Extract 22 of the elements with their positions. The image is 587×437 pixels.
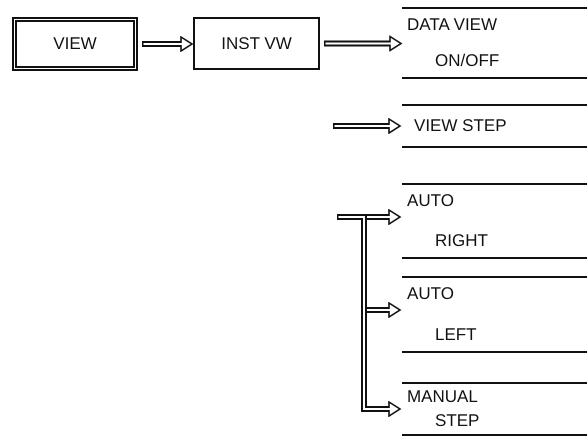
option-text: LEFT (435, 325, 477, 345)
option-text: RIGHT (435, 231, 488, 251)
option-text: DATA VIEW (407, 15, 498, 35)
option-text: INST VW (221, 34, 292, 54)
menu-option (402, 382, 587, 436)
option-text: ON/OFF (435, 51, 500, 71)
option-text: AUTO (407, 191, 454, 211)
double-arrow (324, 36, 402, 52)
option-text: VIEW (53, 34, 97, 54)
double-arrow (337, 214, 401, 417)
option-text: MANUAL (407, 387, 478, 407)
option-text: AUTO (407, 284, 454, 304)
menu-option (402, 7, 587, 79)
menu-option (402, 104, 587, 148)
menu-box (193, 17, 320, 70)
double-arrow (333, 118, 401, 134)
option-text: STEP (435, 411, 480, 431)
menu-option (402, 183, 587, 259)
menu-box (12, 17, 138, 71)
option-text: VIEW STEP (414, 116, 507, 136)
double-arrow (142, 36, 193, 52)
menu-option (402, 276, 587, 353)
